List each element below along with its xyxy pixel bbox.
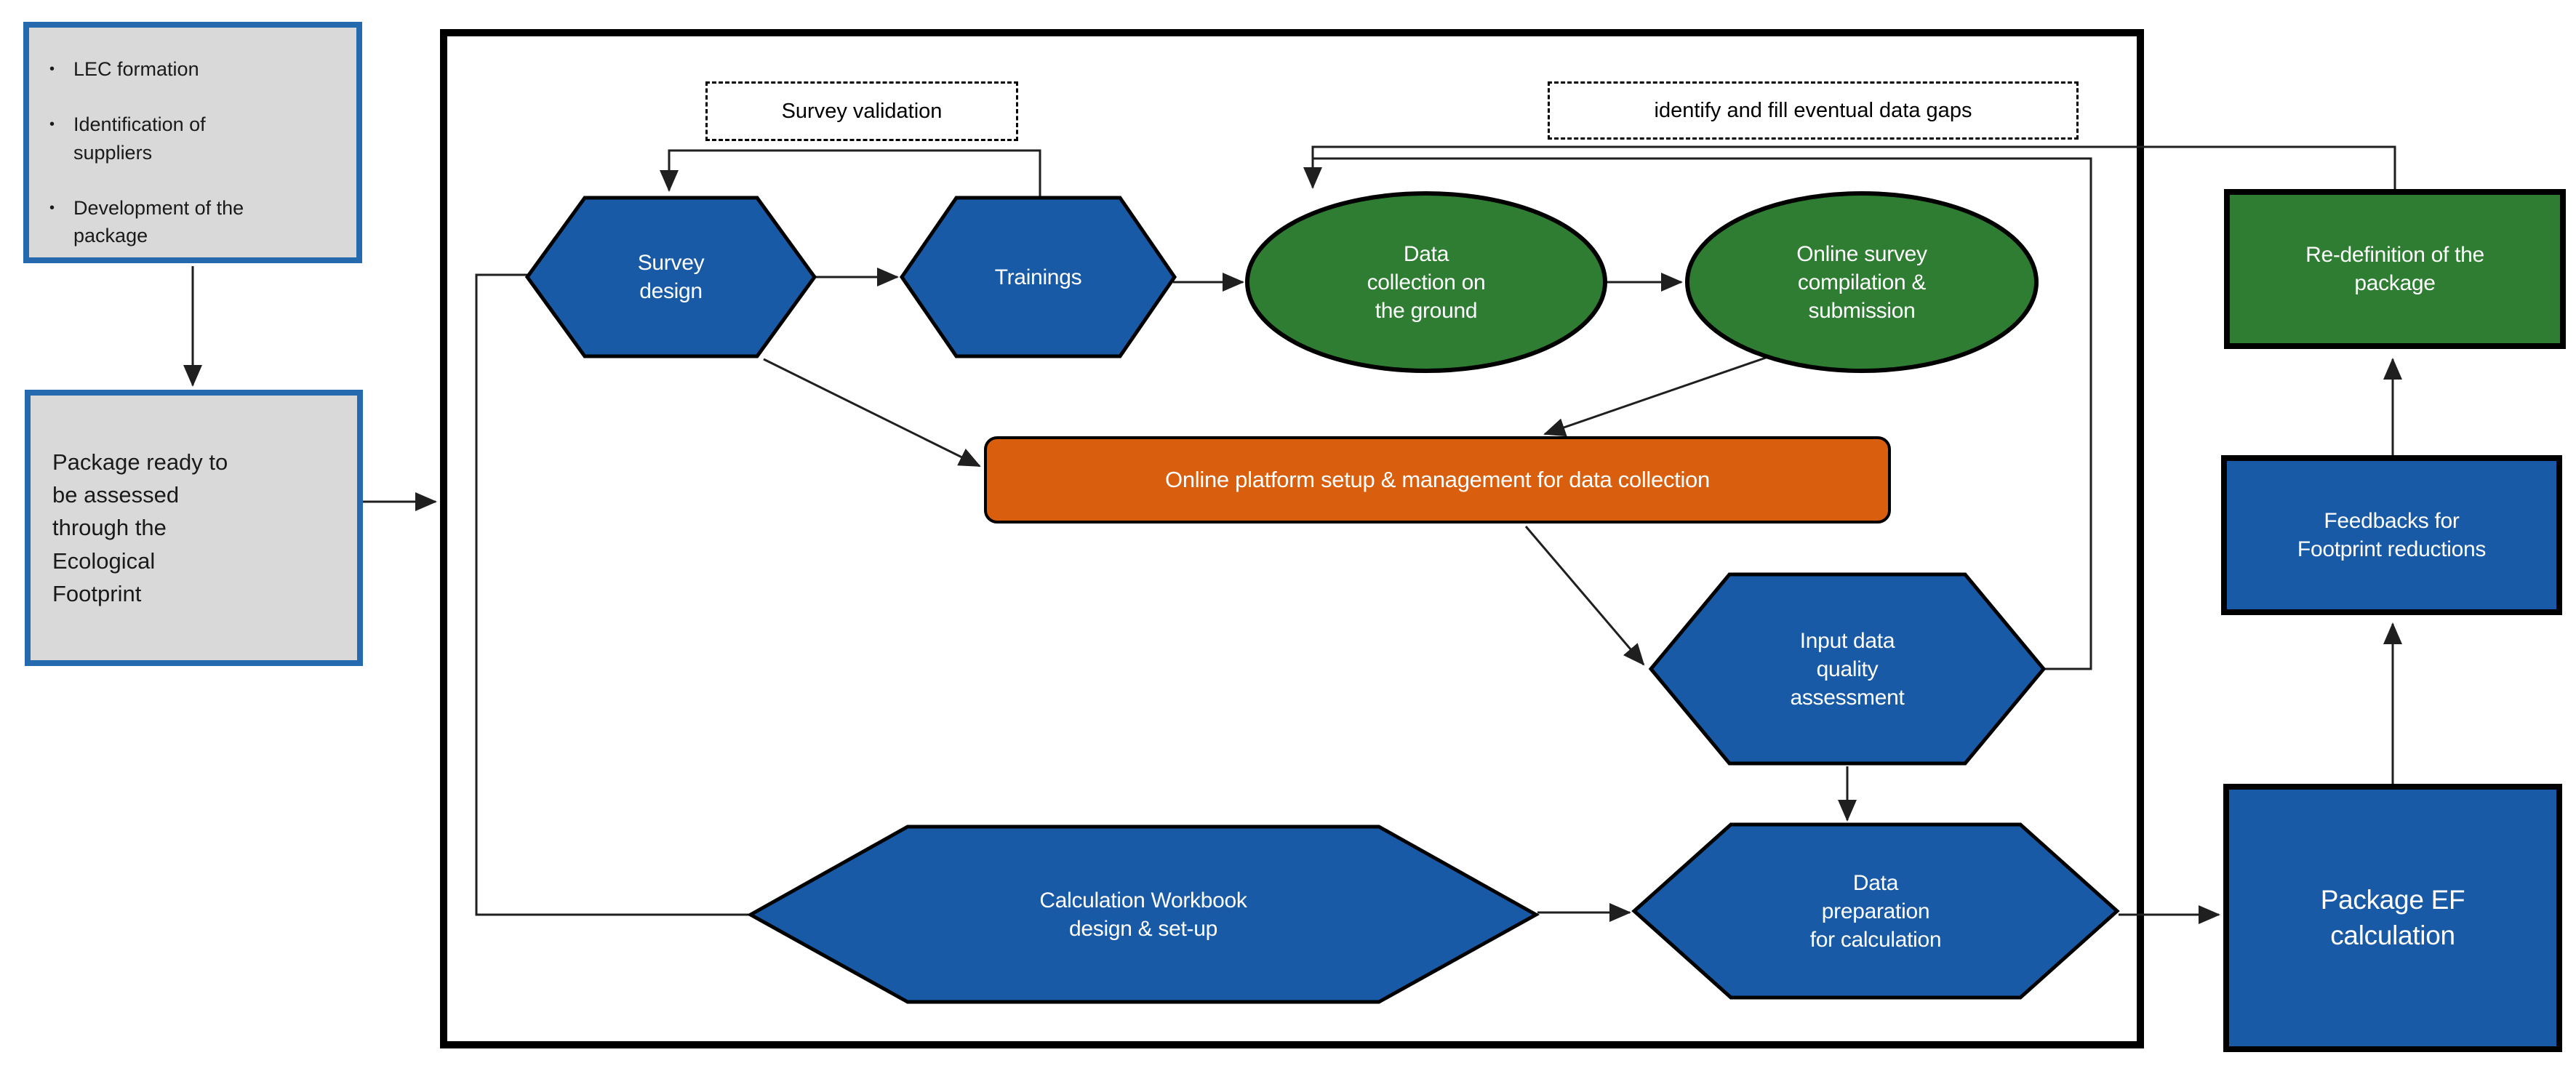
node-input-quality-label: Input data quality assessment bbox=[1651, 574, 2044, 763]
annotation-label: identify and fill eventual data gaps bbox=[1654, 98, 1972, 122]
node-data-collection-shape bbox=[1245, 191, 1607, 373]
node-label: Online survey compilation & submission bbox=[1796, 241, 1927, 323]
node-online-platform: Online platform setup & management for d… bbox=[984, 436, 1891, 524]
list-item-label: LEC formation bbox=[73, 58, 199, 80]
arrow-online-platform-to-input-quality bbox=[1524, 526, 1645, 666]
bullet-icon: • bbox=[49, 199, 55, 216]
node-label: Package EF calculation bbox=[2320, 885, 2465, 950]
node-trainings-shape bbox=[899, 196, 1177, 358]
preparation-steps-box: • LEC formation • Identification of supp… bbox=[23, 22, 362, 263]
node-input-quality-shape bbox=[1648, 572, 2047, 766]
bullet-icon: • bbox=[49, 61, 55, 77]
node-label: Re-definition of the package bbox=[2305, 243, 2484, 295]
node-package-ready: Package ready to be assessed through the… bbox=[25, 390, 363, 666]
arrow-redefinition-to-data-collection-gap-loop bbox=[1303, 145, 2396, 189]
node-label: Trainings bbox=[994, 265, 1082, 289]
node-label: Feedbacks for Footprint reductions bbox=[2297, 509, 2487, 561]
node-data-preparation-label: Data preparation for calculation bbox=[1634, 825, 2117, 998]
node-trainings-label: Trainings bbox=[902, 198, 1175, 356]
node-feedbacks: Feedbacks for Footprint reductions bbox=[2221, 455, 2562, 615]
node-label: Data preparation for calculation bbox=[1809, 870, 1942, 952]
node-label: Input data quality assessment bbox=[1790, 628, 1905, 710]
node-label: Package ready to be assessed through the… bbox=[52, 449, 228, 606]
annotation-label: Survey validation bbox=[781, 99, 943, 123]
node-package-ef: Package EF calculation bbox=[2223, 784, 2562, 1052]
node-calculation-workbook-shape bbox=[746, 825, 1540, 1004]
process-container-frame bbox=[440, 29, 2144, 1048]
arrow-online-survey-to-online-platform bbox=[1543, 356, 1767, 437]
node-calculation-workbook-label: Calculation Workbook design & set-up bbox=[751, 827, 1536, 1002]
bullet-icon: • bbox=[49, 116, 55, 133]
list-item: • LEC formation bbox=[49, 55, 342, 83]
node-label: Data collection on the ground bbox=[1367, 241, 1486, 323]
node-redefinition: Re-definition of the package bbox=[2224, 189, 2566, 349]
annotation-survey-validation: Survey validation bbox=[705, 81, 1018, 141]
node-label: Survey design bbox=[637, 251, 705, 303]
arrow-survey-design-to-online-platform bbox=[763, 358, 981, 468]
list-item-label: Development of the package bbox=[73, 196, 244, 247]
connector-input-quality-to-data-collection-loop bbox=[1313, 157, 2092, 670]
arrow-trainings-to-survey-design-validation-loop bbox=[660, 149, 1041, 199]
connector-survey-design-to-calculation-workbook bbox=[475, 273, 749, 916]
node-survey-design-label: Survey design bbox=[527, 198, 815, 356]
annotation-data-gaps: identify and fill eventual data gaps bbox=[1548, 81, 2079, 140]
node-data-collection-label: Data collection on the ground bbox=[1247, 193, 1605, 371]
node-label: Online platform setup & management for d… bbox=[1165, 466, 1710, 492]
node-label: Calculation Workbook design & set-up bbox=[1039, 888, 1247, 941]
node-survey-design-shape bbox=[524, 196, 817, 358]
node-online-survey-label: Online survey compilation & submission bbox=[1687, 193, 2036, 371]
list-item-label: Identification of suppliers bbox=[73, 113, 206, 164]
node-online-survey-shape bbox=[1685, 191, 2039, 373]
list-item: • Identification of suppliers bbox=[49, 111, 342, 167]
node-data-preparation-shape bbox=[1631, 822, 2120, 1000]
list-item: • Development of the package bbox=[49, 194, 342, 250]
